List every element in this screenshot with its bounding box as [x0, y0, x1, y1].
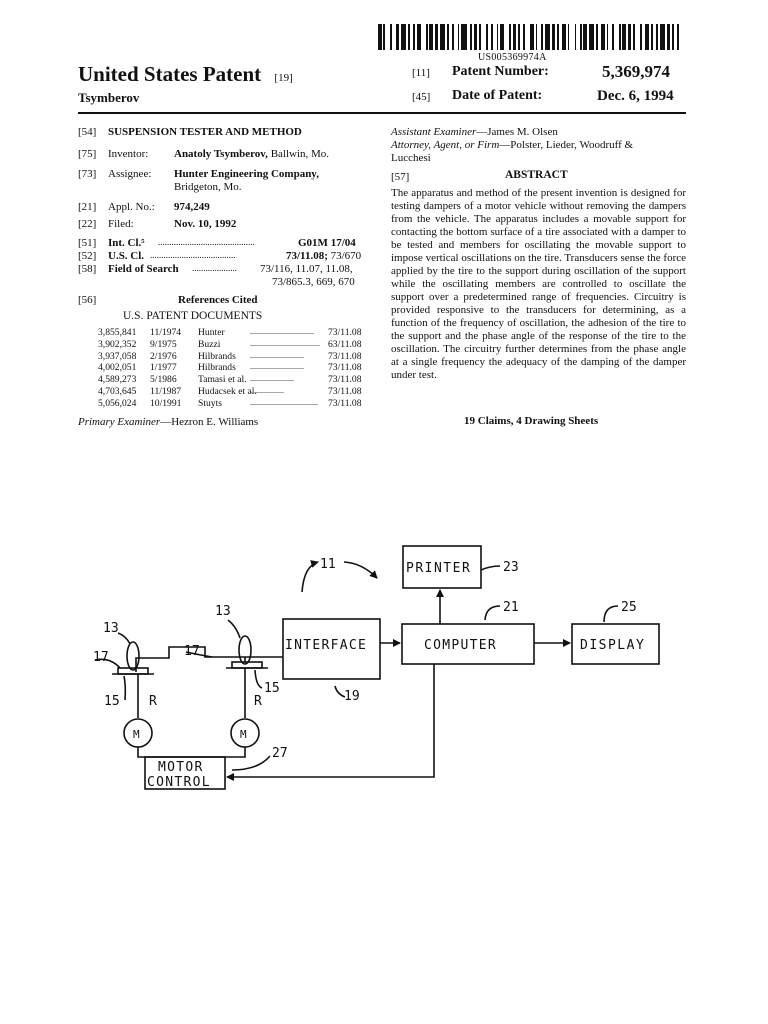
ref-13-right: 13	[215, 604, 231, 619]
field-52: [52] U.S. Cl. ..........................…	[78, 250, 362, 262]
reference-leader: .................	[250, 386, 284, 395]
field-73: [73] Assignee: Hunter Engineering Compan…	[78, 168, 319, 180]
reference-number: 3,855,841	[98, 327, 137, 338]
reference-number: 4,703,645	[98, 386, 137, 397]
ref-21: 21	[503, 600, 519, 615]
reference-number: 3,937,058	[98, 350, 137, 362]
ref-27: 27	[272, 746, 288, 761]
reference-class: 73/11.08	[328, 327, 362, 338]
computer-box	[401, 623, 535, 665]
field-75: [75] Inventor: Anatoly Tsymberov, Ballwi…	[78, 148, 330, 160]
patent-number-label: Patent Number:	[452, 64, 549, 79]
display-box	[571, 623, 660, 665]
reference-leader: ..................................	[250, 397, 318, 407]
ref-13-left: 13	[103, 621, 119, 636]
reference-leader: ...........................	[250, 350, 304, 360]
reference-date: 1/1977	[150, 362, 177, 374]
reference-class: 73/11.08	[328, 374, 362, 386]
ref-r-left: R	[149, 694, 157, 709]
ref-15-left: 15	[104, 694, 120, 709]
left-motor-label: M	[133, 728, 140, 741]
motor-control-label-2: CONTROL	[147, 775, 211, 790]
attorney: Attorney, Agent, or Firm—Polster, Lieder…	[391, 139, 634, 151]
us-patent-documents-heading: U.S. PATENT DOCUMENTS	[123, 310, 263, 322]
title-code: [19]	[274, 72, 293, 84]
abstract-heading: ABSTRACT	[505, 169, 568, 181]
computer-label: COMPUTER	[424, 638, 497, 653]
attorney-line2: Lucchesi	[391, 152, 431, 164]
left-support-plate	[117, 667, 149, 675]
ref-11: 11	[320, 557, 336, 572]
field-56: [56] References Cited	[78, 294, 258, 306]
publication-number: US005369974A	[478, 52, 547, 63]
barcode	[378, 24, 684, 50]
printer-box	[402, 545, 482, 589]
patent-number: 5,369,974	[602, 62, 670, 81]
field-21: [21] Appl. No.: 974,249	[78, 201, 210, 213]
reference-date: 5/1986	[150, 374, 177, 386]
reference-date: 10/1991	[150, 397, 182, 409]
motor-control-label-1: MOTOR	[158, 760, 204, 775]
reference-date: 9/1975	[150, 338, 177, 350]
right-motor-label: M	[240, 728, 247, 741]
field-58-line2: 73/865.3, 669, 670	[272, 276, 355, 288]
field-22: [22] Filed: Nov. 10, 1992	[78, 218, 237, 230]
ref-19: 19	[344, 689, 360, 704]
ref-23: 23	[503, 560, 519, 575]
reference-date: 11/1974	[150, 327, 182, 338]
inventor-surname: Tsymberov	[78, 90, 140, 105]
field-58: [58] Field of Search ...................…	[78, 263, 353, 275]
ref-17-right: 17	[184, 644, 200, 659]
ref-17-left: 17	[93, 650, 109, 665]
reference-leader: ...................................	[250, 338, 320, 348]
printer-label: PRINTER	[406, 561, 471, 576]
date-code: [45]	[412, 91, 431, 103]
patent-date: Dec. 6, 1994	[597, 88, 674, 104]
reference-class: 73/11.08	[328, 350, 362, 362]
reference-name: Buzzi	[198, 338, 221, 350]
reference-number: 3,902,352	[98, 338, 137, 350]
abstract-code: [57]	[391, 171, 410, 183]
field-54: [54] SUSPENSION TESTER AND METHOD	[78, 126, 302, 138]
reference-name: Hilbrands	[198, 362, 236, 374]
header-rule	[78, 112, 686, 114]
reference-number: 4,002,051	[98, 362, 137, 374]
ref-25: 25	[621, 600, 637, 615]
display-label: DISPLAY	[580, 638, 645, 653]
reference-class: 73/11.08	[328, 397, 362, 409]
claims-count: 19 Claims, 4 Drawing Sheets	[464, 415, 599, 427]
reference-date: 11/1987	[150, 386, 182, 397]
patent-title: United States Patent [19]	[78, 62, 293, 86]
reference-name: Tamasi et al.	[198, 374, 247, 386]
patent-number-code: [11]	[412, 67, 430, 79]
reference-number: 4,589,273	[98, 374, 137, 386]
assistant-examiner: Assistant Examiner—James M. Olsen	[391, 126, 558, 138]
field-51: [51] Int. Cl.⁵ .........................…	[78, 237, 356, 249]
reference-class: 73/11.08	[328, 386, 362, 397]
reference-leader: ...........................	[250, 362, 304, 372]
interface-box	[282, 618, 381, 680]
right-tire	[238, 635, 252, 665]
abstract-text: The apparatus and method of the present …	[391, 187, 686, 381]
interface-label: INTERFACE	[285, 638, 367, 653]
reference-name: Stuyts	[198, 397, 222, 409]
reference-leader: ......................	[250, 374, 294, 384]
date-label: Date of Patent:	[452, 88, 543, 103]
reference-name: Hilbrands	[198, 350, 236, 362]
ref-r-right: R	[254, 694, 262, 709]
reference-name: Hudacsek et al.	[198, 386, 257, 397]
reference-class: 63/11.08	[328, 338, 362, 350]
primary-examiner: Primary Examiner—Hezron E. Williams	[78, 416, 259, 428]
ref-15-right: 15	[264, 681, 280, 696]
left-tire	[126, 641, 140, 671]
assignee-location: Bridgeton, Mo.	[174, 181, 242, 193]
reference-name: Hunter	[198, 327, 225, 338]
reference-class: 73/11.08	[328, 362, 362, 374]
reference-leader: ................................	[250, 327, 314, 336]
reference-number: 5,056,024	[98, 397, 137, 409]
reference-date: 2/1976	[150, 350, 177, 362]
